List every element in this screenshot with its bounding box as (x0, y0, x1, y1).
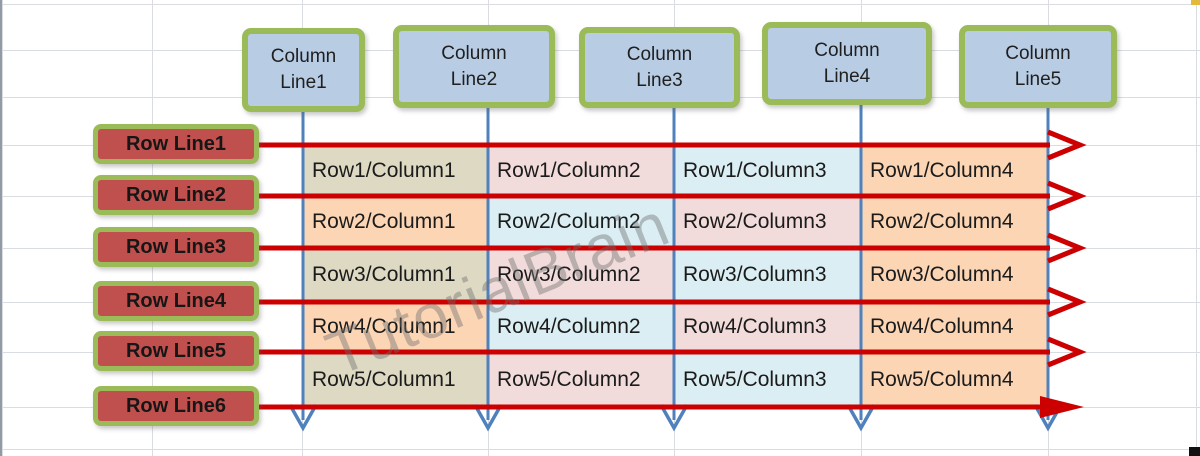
table-cell-r2c3: Row2/Column3 (674, 196, 861, 248)
table-cell-r1c3: Row1/Column3 (674, 145, 861, 196)
table-cell-r5c3: Row5/Column3 (674, 352, 861, 407)
table-cell-r1c4: Row1/Column4 (861, 145, 1048, 196)
column-header-label: Column Line1 (270, 46, 337, 93)
column-header-label: Column Line4 (814, 39, 880, 87)
row-header-box-6: Row Line6 (93, 386, 259, 426)
column-header-label: Column Line5 (1005, 42, 1071, 90)
gridline-v-8 (1196, 0, 1197, 456)
row-header-box-4: Row Line4 (93, 281, 259, 321)
table-cell-r4c1: Row4/Column1 (303, 302, 488, 352)
bottom-right-marker (1189, 447, 1200, 456)
gridline-h-10 (0, 449, 1200, 450)
table-cell-r5c2: Row5/Column2 (488, 352, 674, 407)
table-cell-r2c1: Row2/Column1 (303, 196, 488, 248)
row-header-box-5: Row Line5 (93, 331, 259, 371)
table-cell-r3c1: Row3/Column1 (303, 248, 488, 302)
table-cell-r2c2: Row2/Column2 (488, 196, 674, 248)
column-arrow-down-icon-1 (288, 404, 318, 432)
column-header-label: Column Line3 (626, 43, 693, 91)
column-header-label: Column Line2 (441, 42, 507, 90)
column-header-box-2: Column Line2 (393, 25, 555, 108)
table-cell-r2c4: Row2/Column4 (861, 196, 1048, 248)
column-header-box-3: Column Line3 (579, 27, 740, 108)
table-cell-r5c1: Row5/Column1 (303, 352, 488, 407)
gridline-h-1 (0, 4, 1200, 5)
table-cell-r4c3: Row4/Column3 (674, 302, 861, 352)
table-cell-r5c4: Row5/Column4 (861, 352, 1048, 407)
table-cell-r3c3: Row3/Column3 (674, 248, 861, 302)
table-cell-r4c2: Row4/Column2 (488, 302, 674, 352)
row-header-box-2: Row Line2 (93, 175, 259, 215)
column-header-box-4: Column Line4 (762, 22, 932, 105)
table-cell-r3c2: Row3/Column2 (488, 248, 674, 302)
table-cell-r1c2: Row1/Column2 (488, 145, 674, 196)
top-right-marker (1191, 0, 1200, 5)
column-header-box-1: Column Line1 (242, 28, 365, 112)
gridline-v-1 (2, 0, 3, 456)
column-header-box-5: Column Line5 (959, 25, 1117, 108)
table-cell-r4c4: Row4/Column4 (861, 302, 1048, 352)
table-cell-r3c4: Row3/Column4 (861, 248, 1048, 302)
row-header-box-1: Row Line1 (93, 124, 259, 164)
left-edge-line (0, 0, 2, 456)
table-cell-r1c1: Row1/Column1 (303, 145, 488, 196)
row-header-box-3: Row Line3 (93, 227, 259, 267)
